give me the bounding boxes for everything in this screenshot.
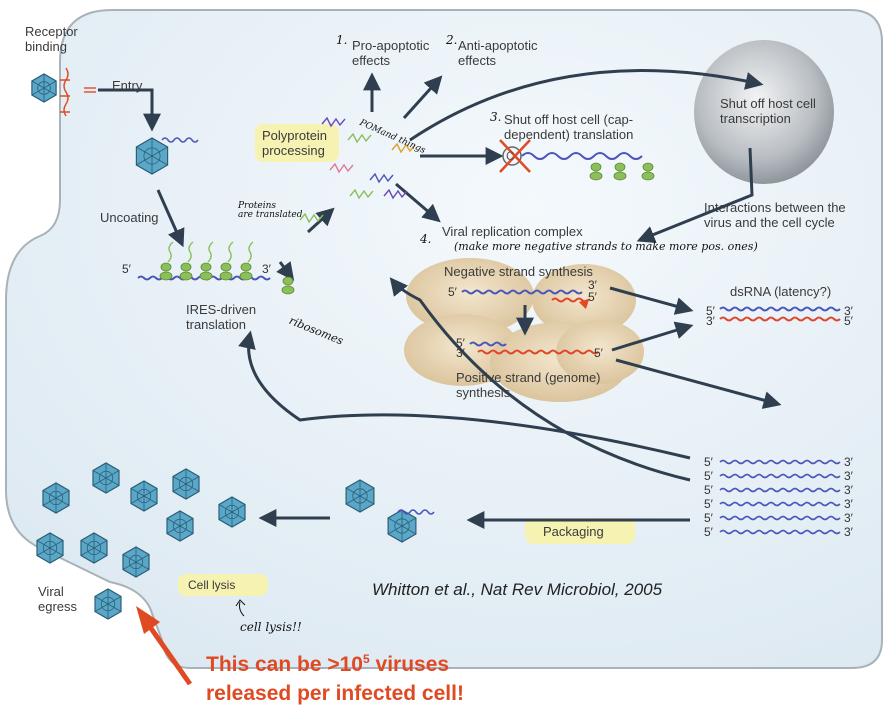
handwritten-number-2: 2. bbox=[446, 33, 458, 47]
pos-strand-3prime: 3′ bbox=[456, 346, 465, 360]
ires-mrna-3prime: 3′ bbox=[262, 262, 271, 276]
receptor bbox=[60, 67, 96, 117]
dsrna-3prime-right: 3′ bbox=[844, 304, 853, 318]
neg-strand-3prime-top: 3′ bbox=[588, 278, 597, 292]
negative-synthesis-label: Negative strand synthesis bbox=[444, 264, 593, 279]
genome-strand-5prime: 5′ bbox=[704, 497, 713, 511]
callout-arrow-head bbox=[136, 606, 160, 634]
ires-mrna-5prime: 5′ bbox=[122, 262, 131, 276]
citation: Whitton et al., Nat Rev Microbiol, 2005 bbox=[372, 580, 663, 599]
dsrna-5prime-right: 5′ bbox=[844, 314, 853, 328]
cap-symbol: C bbox=[506, 149, 515, 163]
genome-strand-3prime: 3′ bbox=[844, 483, 853, 497]
pos-strand-5prime: 5′ bbox=[456, 336, 465, 350]
ribosome-ires-5 bbox=[239, 262, 253, 281]
genome-strand-5prime: 5′ bbox=[704, 511, 713, 525]
genome-strand-3prime: 3′ bbox=[844, 497, 853, 511]
ribosome-host-1 bbox=[589, 162, 603, 181]
ribosome-ires-1 bbox=[159, 262, 173, 281]
handwritten-number-3: 3. bbox=[490, 110, 502, 124]
callout-line-1: This can be >105 viruses bbox=[206, 652, 450, 676]
handwritten-number-1: 1. bbox=[336, 33, 348, 47]
virus-assembling-1 bbox=[345, 479, 375, 513]
virus-receptor-binding bbox=[31, 73, 57, 103]
nucleus bbox=[694, 40, 834, 184]
ribosome-host-3 bbox=[641, 162, 655, 181]
highlight-cell-lysis bbox=[178, 574, 268, 596]
virus-released-4 bbox=[130, 480, 158, 512]
virus-released-2 bbox=[172, 468, 200, 500]
replication-complex-label: Viral replication complex bbox=[442, 224, 583, 239]
handwritten-number-4: 4. bbox=[420, 232, 432, 246]
positive-synthesis-label: Positive strand (genome)synthesis bbox=[456, 370, 601, 400]
dsrna-3prime-left: 3′ bbox=[706, 314, 715, 328]
genome-strand-3prime: 3′ bbox=[844, 525, 853, 539]
shut-off-translation-label: Shut off host cell (cap-dependent) trans… bbox=[504, 112, 634, 142]
virus-released-6 bbox=[166, 510, 194, 542]
highlight-packaging bbox=[525, 518, 635, 544]
virus-entering bbox=[135, 137, 169, 175]
packaging-label: Packaging bbox=[543, 524, 604, 539]
virus-released-1 bbox=[92, 462, 120, 494]
genome-strand-5prime: 5′ bbox=[704, 483, 713, 497]
neg-strand-5prime: 5′ bbox=[448, 285, 457, 299]
ribosome-ires-2 bbox=[179, 262, 193, 281]
host-mrna bbox=[499, 139, 643, 173]
entry-label: Entry bbox=[112, 78, 143, 93]
virus-assembling-2 bbox=[387, 509, 417, 543]
genome-strand-5prime: 5′ bbox=[704, 525, 713, 539]
genome-strand-3prime: 3′ bbox=[844, 455, 853, 469]
pos-strand-5prime-right: 5′ bbox=[594, 346, 603, 360]
uncoating-label: Uncoating bbox=[100, 210, 159, 225]
genome-strand-3prime: 3′ bbox=[844, 469, 853, 483]
virus-released-8 bbox=[36, 532, 64, 564]
virus-released-3 bbox=[42, 482, 70, 514]
virus-released-5 bbox=[218, 496, 246, 528]
virus-released-10 bbox=[94, 588, 122, 620]
dsrna-label: dsRNA (latency?) bbox=[730, 284, 832, 299]
ribosome-host-2 bbox=[613, 162, 627, 181]
callout-line-2: released per infected cell! bbox=[206, 682, 464, 705]
handwritten-cell-lysis-note: cell lysis!! bbox=[240, 620, 302, 634]
highlight-polyprotein bbox=[255, 124, 339, 162]
ribosome-ires-3 bbox=[199, 262, 213, 281]
cell-lysis-label: Cell lysis bbox=[188, 578, 236, 592]
virus-released-7 bbox=[80, 532, 108, 564]
handwritten-make-more-note: (make more negative strands to make more… bbox=[454, 240, 758, 253]
genome-strand-3prime: 3′ bbox=[844, 511, 853, 525]
dsrna-5prime-left: 5′ bbox=[706, 304, 715, 318]
genome-strand-5prime: 5′ bbox=[704, 455, 713, 469]
virus-released-9 bbox=[122, 546, 150, 578]
genome-strand-5prime: 5′ bbox=[704, 469, 713, 483]
flow-arrows bbox=[98, 69, 782, 529]
ribosome-free bbox=[281, 276, 295, 295]
ribosome-ires-4 bbox=[219, 262, 233, 281]
neg-strand-5prime-right: 5′ bbox=[588, 290, 597, 304]
